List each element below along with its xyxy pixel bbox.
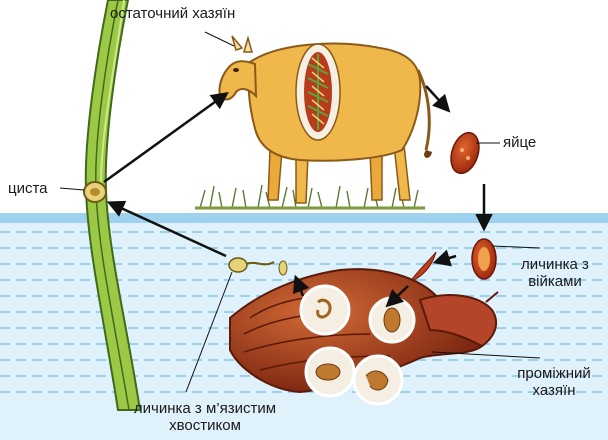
egg-label: яйце bbox=[503, 134, 536, 151]
pasture-grass bbox=[195, 185, 425, 208]
tailed-larva-label-line2: хвостиком bbox=[105, 417, 305, 434]
tailed-larva-label-line1: личинка з м’язистим bbox=[105, 400, 305, 417]
intermediate-host-label: проміжний хазяїн bbox=[500, 365, 608, 399]
ciliated-larva-label-line2: війками bbox=[505, 273, 605, 290]
ciliated-larva-label-line1: личинка з bbox=[505, 256, 605, 273]
final-host-label: остаточний хазяїн bbox=[110, 5, 235, 22]
tailed-larva-label: личинка з м’язистим хвостиком bbox=[105, 400, 305, 434]
ciliated-larva-label: личинка з війками bbox=[505, 256, 605, 290]
intermediate-host-label-line2: хазяїн bbox=[500, 382, 608, 399]
cyst-label: циста bbox=[8, 180, 48, 197]
egg bbox=[446, 129, 484, 177]
cyst bbox=[84, 182, 106, 202]
intermediate-host-label-line1: проміжний bbox=[500, 365, 608, 382]
cow bbox=[218, 36, 432, 203]
